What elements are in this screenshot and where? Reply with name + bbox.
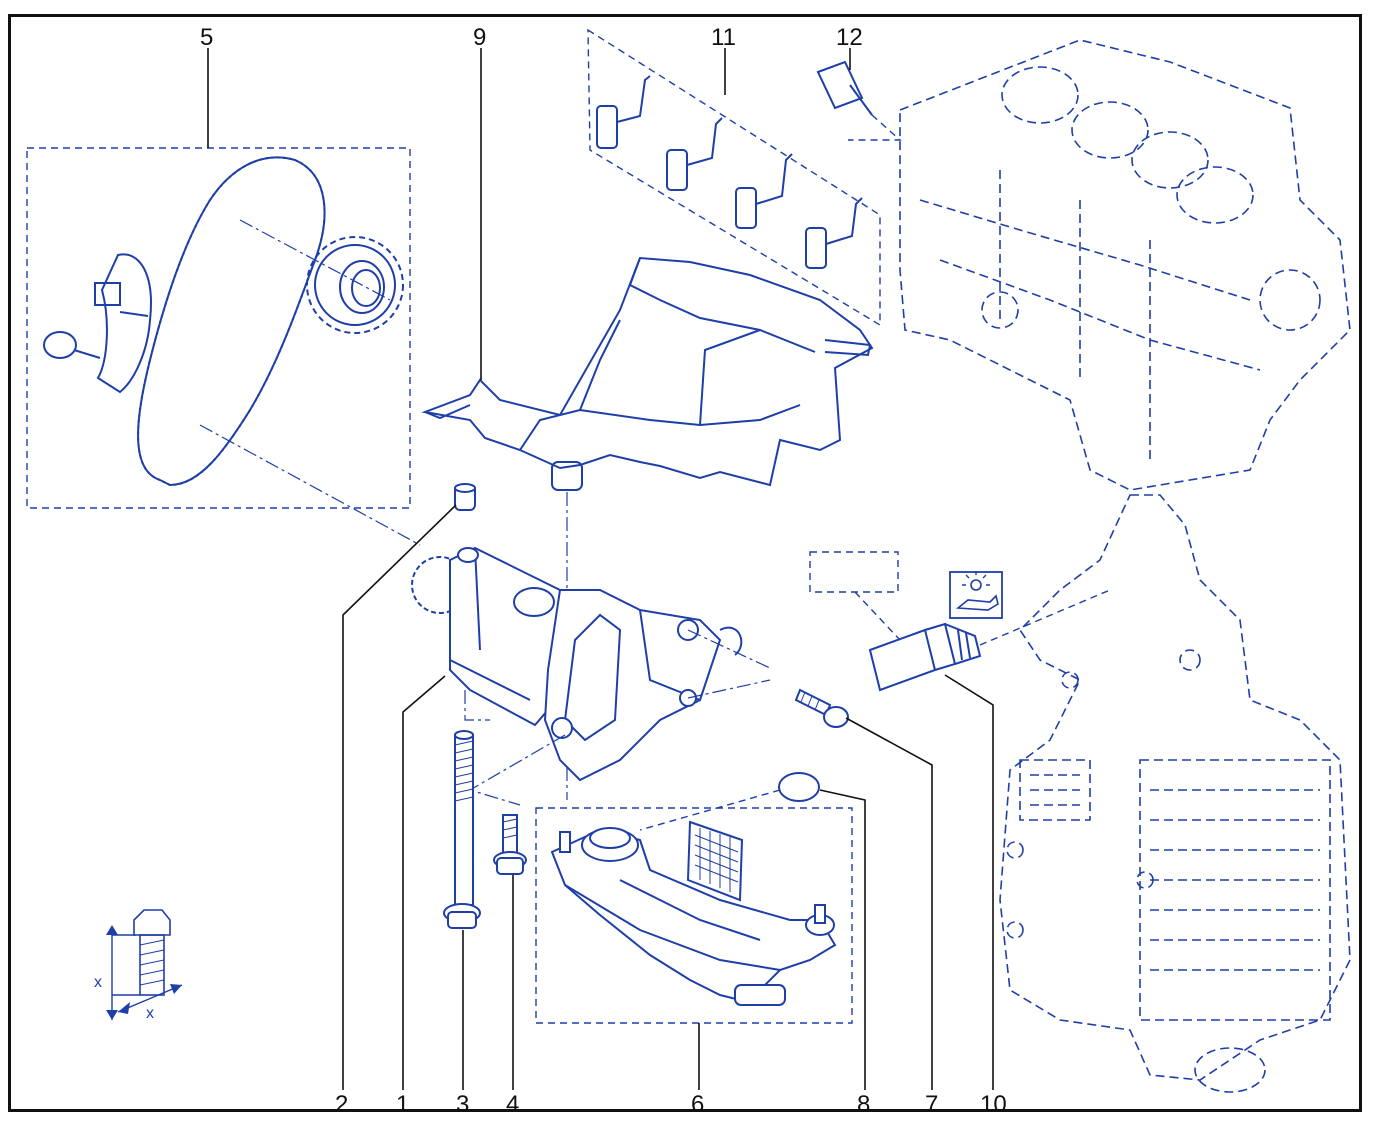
piston-cooling-jets bbox=[587, 28, 881, 327]
oil-pump bbox=[411, 546, 771, 806]
bushing bbox=[454, 483, 476, 511]
long-bolt bbox=[443, 730, 481, 929]
dimension-label-vertical: x bbox=[94, 974, 102, 991]
callout-3: 3 bbox=[456, 1091, 469, 1118]
callout-4: 4 bbox=[506, 1091, 519, 1118]
diagram-frame bbox=[8, 14, 1362, 1112]
callout-12: 12 bbox=[836, 24, 863, 51]
leader-lines bbox=[207, 48, 994, 1090]
callout-7: 7 bbox=[925, 1091, 938, 1118]
callout-6: 6 bbox=[691, 1091, 704, 1118]
oil-pressure-warning-icon bbox=[949, 571, 1003, 619]
dowel-pin bbox=[816, 60, 902, 141]
callout-11: 11 bbox=[711, 24, 736, 51]
callout-10: 10 bbox=[980, 1091, 1007, 1118]
callout-8: 8 bbox=[857, 1091, 870, 1118]
callout-1: 1 bbox=[396, 1091, 409, 1118]
oil-pressure-switch bbox=[809, 551, 1111, 692]
o-ring bbox=[639, 772, 820, 831]
short-bolt bbox=[493, 814, 527, 875]
bolt-dimension-icon bbox=[106, 909, 183, 1020]
pump-bolt bbox=[794, 688, 849, 728]
callout-5: 5 bbox=[200, 24, 213, 51]
callout-2: 2 bbox=[335, 1091, 348, 1118]
timing-chain-group bbox=[26, 147, 421, 546]
oil-pickup bbox=[535, 807, 853, 1024]
callout-9: 9 bbox=[473, 24, 486, 51]
sprocket bbox=[306, 236, 404, 334]
cylinder-block bbox=[899, 39, 1351, 491]
chain-tensioner bbox=[43, 253, 152, 394]
oil-cooler-housing bbox=[999, 494, 1351, 1093]
dimension-label-diagonal: x bbox=[146, 1005, 154, 1022]
